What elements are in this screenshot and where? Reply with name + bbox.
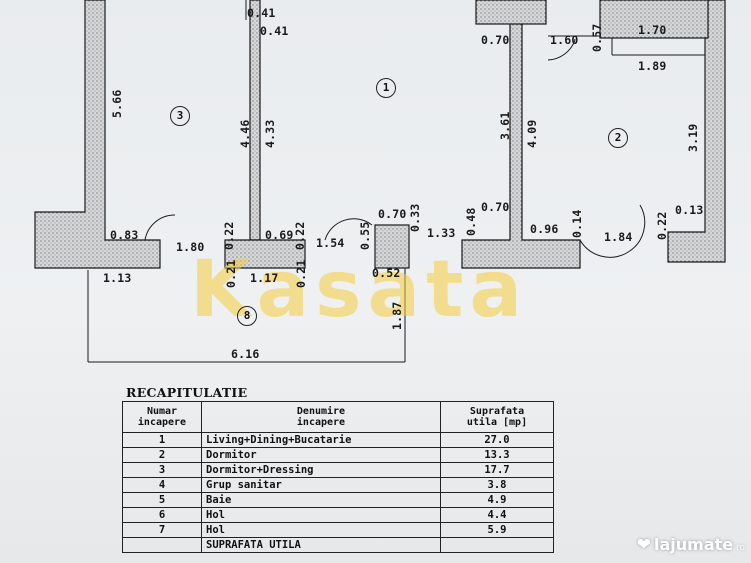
floor-plan-drawing: [34, 0, 726, 363]
dim-label: 0.48: [464, 207, 478, 237]
dim-label: 0.22: [293, 221, 307, 251]
wall-top-right: [599, 0, 709, 39]
room-marker-3: 3: [170, 106, 190, 126]
dim-label: 0.21: [224, 259, 238, 289]
dim-label: 0.14: [570, 209, 584, 239]
heart-icon: ❤: [636, 535, 651, 555]
dim-label: 1.80: [176, 240, 205, 254]
dim-label: 0.70: [378, 207, 407, 221]
dim-label: 3.61: [498, 111, 512, 141]
dim-label: 0.22: [655, 211, 669, 241]
dim-label: 4.09: [525, 119, 539, 149]
dim-label: 4.33: [263, 119, 277, 149]
dim-label: 4.46: [238, 119, 252, 149]
dim-label: 0.83: [110, 228, 139, 242]
dim-label: 1.13: [103, 271, 132, 285]
dim-label: 5.66: [110, 89, 124, 119]
wall-column: [374, 224, 410, 269]
dim-label: 1.84: [604, 230, 633, 244]
room-marker-2: 2: [608, 128, 628, 148]
dim-label: 3.19: [686, 123, 700, 153]
dim-label: 1.33: [427, 226, 456, 240]
dim-label: 0.70: [481, 200, 510, 214]
recap-title: RECAPITULATIE: [126, 385, 248, 400]
dim-label: 1.87: [390, 301, 404, 331]
dim-label: 0.33: [408, 203, 422, 233]
dim-label: 1.54: [316, 236, 345, 250]
wall-right-outer: [667, 0, 726, 263]
dim-label: 0.96: [530, 222, 559, 236]
dim-label: 1.60: [550, 33, 579, 47]
dim-label: 6.16: [231, 347, 260, 361]
wall-top-mid: [475, 0, 547, 25]
dim-label: 0.57: [590, 23, 604, 53]
dim-label: 0.69: [265, 228, 294, 242]
dim-label: 0.52: [372, 266, 401, 280]
dim-label: 0.41: [247, 6, 276, 20]
room-marker-8: 8: [237, 306, 257, 326]
brand-logo: ❤lajumate.ro: [636, 535, 745, 555]
dim-label: 1.70: [638, 23, 667, 37]
room-marker-1: 1: [376, 78, 396, 98]
dim-label: 0.21: [294, 259, 308, 289]
dim-label: 0.22: [222, 221, 236, 251]
wall-left: [34, 0, 161, 269]
wall-center-stub: [224, 239, 306, 269]
dim-label: 0.13: [675, 203, 704, 217]
dim-label: 0.70: [481, 33, 510, 47]
dim-label: 1.17: [250, 271, 279, 285]
dim-label: 0.41: [260, 24, 289, 38]
dim-label: 1.89: [638, 59, 667, 73]
wall-right-block: [461, 0, 581, 269]
table-row-total: SUPRAFATA UTILA: [122, 537, 554, 553]
dim-label: 0.55: [358, 221, 372, 251]
